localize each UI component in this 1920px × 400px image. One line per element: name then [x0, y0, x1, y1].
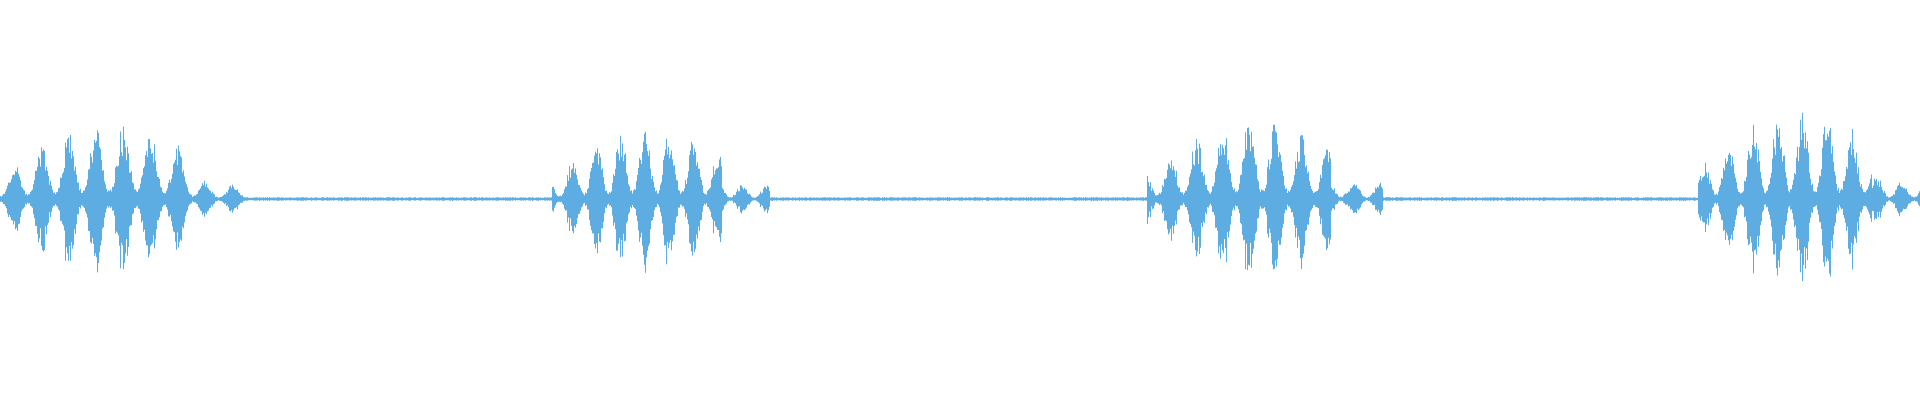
- waveform-bars: [0, 112, 1920, 281]
